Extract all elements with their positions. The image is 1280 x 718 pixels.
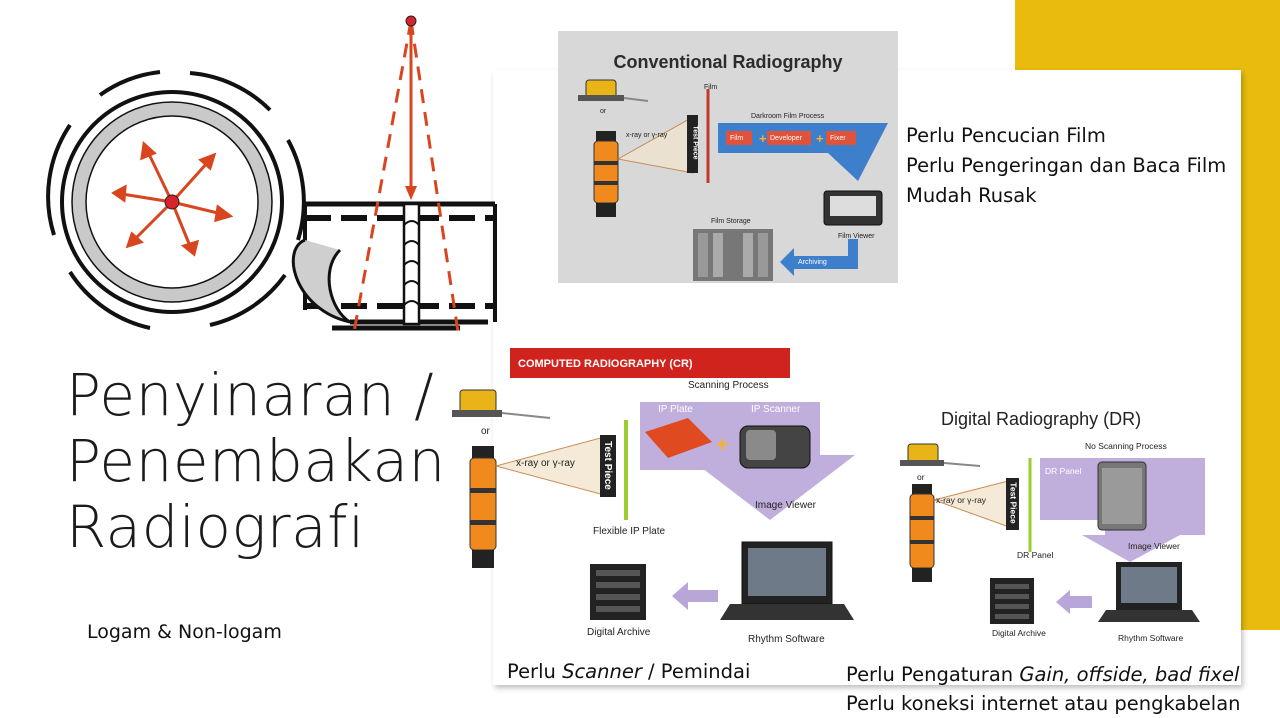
digital-archive-icon [990, 578, 1034, 624]
source-icon [164, 194, 180, 210]
laptop-icon [1098, 562, 1200, 622]
test-piece [1006, 478, 1019, 530]
title-line: Penembakan [66, 427, 446, 495]
label-no-scanning: No Scanning Process [1085, 441, 1167, 451]
archive-arrow [1056, 590, 1092, 614]
note-item: Perlu Pengeringan dan Baca Film [906, 154, 1227, 177]
test-piece [600, 435, 616, 497]
title-line: Penyinaran / [66, 361, 435, 429]
note-part: / Pemindai [641, 660, 751, 683]
label-archiving: Archiving [798, 259, 827, 266]
computed-note: Perlu Scanner / Pemindai [507, 657, 750, 687]
label-rhythm-software: Rhythm Software [1118, 633, 1184, 643]
digital-title: Digital Radiography (DR) [941, 409, 1142, 429]
label-or: or [600, 108, 607, 115]
label-test-piece: Test Piece [601, 441, 613, 490]
step-developer: Developer [770, 135, 802, 142]
radiation-arrows [111, 141, 234, 257]
gamma-projector-icon [469, 446, 497, 568]
dr-panel-icon [1097, 461, 1147, 531]
archive-arrow [672, 582, 718, 610]
ip-plate-icon [645, 418, 712, 458]
label-flexible-ip-plate: Flexible IP Plate [593, 526, 666, 537]
label-ip-plate: IP Plate [658, 404, 693, 415]
label-dr-panel-box: DR Panel [1045, 466, 1082, 476]
label-digital-archive: Digital Archive [587, 627, 651, 638]
digital-radiography-diagram [900, 443, 1205, 624]
label-scanning-process: Scanning Process [688, 380, 769, 391]
digital-archive-icon [590, 564, 646, 620]
process-arrow [828, 123, 888, 181]
xray-unit-icon [578, 79, 649, 102]
beam-triangle [616, 116, 694, 174]
label-rhythm-software: Rhythm Software [748, 634, 825, 645]
slide-subtitle: Logam & Non-logam [87, 621, 282, 643]
note-item: Perlu Pencucian Film [906, 124, 1106, 147]
pipe-section [291, 201, 497, 331]
pipe-exposure-diagram [46, 15, 497, 333]
digital-notes: Perlu Pengaturan Gain, offside, bad fixe… [846, 660, 1241, 718]
cr-header: COMPUTED RADIOGRAPHY (CR) [510, 348, 790, 378]
label-ray: x-ray or γ-ray [936, 495, 987, 505]
conventional-diagram: + + [578, 79, 888, 281]
conventional-title: Conventional Radiography [613, 52, 843, 72]
step-fixer: Fixer [830, 135, 846, 142]
conventional-radiography-panel: Conventional Radiography + + [558, 31, 898, 283]
step-film: Film [730, 135, 744, 142]
laptop-icon [720, 541, 854, 620]
archiving-arrow [780, 239, 858, 276]
label-dr-panel: DR Panel [1017, 550, 1054, 560]
label-image-viewer: Image Viewer [755, 500, 816, 511]
svg-text:+: + [816, 131, 824, 146]
label-or: or [917, 472, 925, 482]
gamma-projector-icon [909, 484, 935, 582]
xray-unit-icon [452, 389, 551, 419]
note-part: Perlu [507, 660, 563, 683]
title-line: Radiografi [66, 493, 365, 561]
film-storage-image [693, 229, 773, 281]
note-item: Mudah Rusak [906, 184, 1037, 207]
label-film: Film [704, 84, 718, 91]
label-ray: x-ray or γ-ray [516, 458, 575, 469]
label-film-storage: Film Storage [711, 218, 751, 225]
beam-arrow-head [405, 186, 417, 200]
label-film-viewer: Film Viewer [838, 233, 875, 240]
label-ray: x-ray or γ-ray [626, 132, 668, 139]
note-part-italic: Gain, offside, bad fixel [1019, 663, 1240, 686]
ip-scanner-icon [739, 425, 811, 469]
film-segment [189, 71, 272, 112]
xray-unit-icon [900, 443, 981, 467]
label-ip-scanner: IP Scanner [751, 404, 801, 415]
label-digital-archive: Digital Archive [992, 628, 1046, 638]
note-item: Perlu koneksi internet atau pengkabelan [846, 692, 1241, 715]
film-segment [209, 273, 287, 327]
conventional-notes: Perlu Pencucian Film Perlu Pengeringan d… [906, 121, 1226, 211]
label-test-piece: Test Piece [691, 125, 699, 160]
film-segment [46, 123, 72, 236]
film-viewer-icon [823, 190, 883, 226]
label-or: or [481, 426, 490, 437]
gamma-projector-icon [593, 131, 619, 217]
beam-lines [352, 20, 460, 333]
label-test-piece: Test Piece [1008, 482, 1019, 524]
svg-text:+: + [759, 131, 767, 146]
test-piece [687, 115, 698, 173]
note-part: Perlu Pengaturan [846, 663, 1020, 686]
label-darkroom: Darkroom Film Process [751, 113, 825, 120]
film-segment [286, 139, 306, 241]
film-segment [98, 70, 161, 97]
slide-title: Penyinaran / Penembakan Radiografi [66, 362, 466, 560]
pipe-outer-ring [60, 90, 284, 314]
source-icon [405, 15, 417, 27]
label-image-viewer: Image Viewer [1128, 541, 1180, 551]
computed-radiography-diagram: + [452, 389, 855, 620]
note-part-italic: Scanner [562, 660, 642, 683]
svg-text:+: + [716, 432, 729, 457]
film-segment [68, 270, 151, 330]
